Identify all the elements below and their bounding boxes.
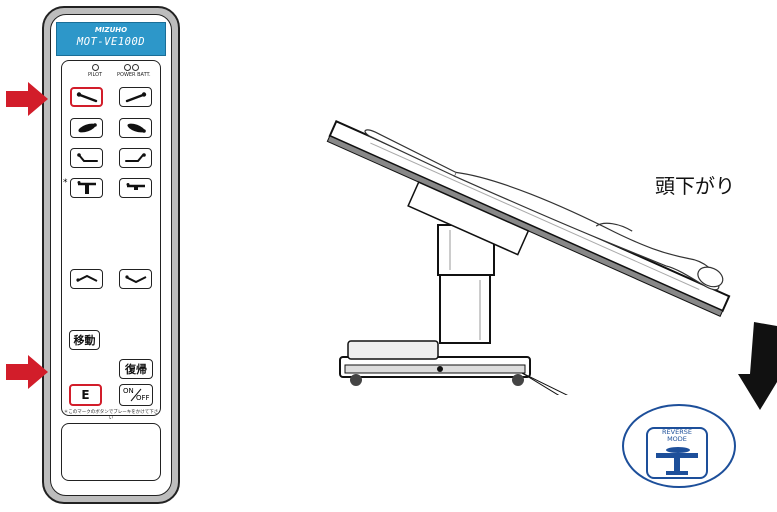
power-led (124, 64, 131, 71)
table-down-button[interactable] (119, 178, 152, 198)
table-up-button[interactable] (70, 178, 103, 198)
head-down-tilt-icon (76, 92, 97, 103)
head-down-label: 頭下がり (655, 174, 735, 198)
button-panel (61, 60, 161, 416)
downward-arrow-icon (738, 322, 777, 410)
move-button[interactable]: 移動 (69, 330, 100, 350)
table-top (326, 119, 731, 317)
model-name: MOT-VE100D (76, 36, 146, 48)
back-down-icon (76, 153, 98, 162)
reverse-label: REVERSE (662, 428, 692, 436)
battery-led (132, 64, 139, 71)
e-button[interactable]: E (69, 384, 102, 406)
table-column (437, 224, 495, 344)
head-down-tilt-button[interactable] (70, 87, 103, 107)
reverse-mode-table-icon (656, 447, 698, 475)
power-batt-label: POWER BATT. (117, 72, 151, 78)
back-down-button[interactable] (70, 148, 103, 168)
on-off-slash-icon (130, 388, 142, 402)
off-label: OFF (136, 394, 150, 402)
table-down-icon (126, 183, 145, 190)
lateral-tilt-left-button[interactable] (70, 118, 103, 138)
flex-button[interactable] (70, 269, 103, 289)
table-up-icon (77, 181, 96, 194)
restore-label: 復帰 (125, 363, 147, 376)
back-up-icon (124, 153, 146, 162)
pilot-led (92, 64, 99, 71)
on-off-button[interactable]: ON OFF (119, 384, 153, 406)
brake-asterisk: * (63, 178, 68, 188)
red-arrow-icon (6, 82, 48, 116)
e-label: E (81, 388, 90, 402)
head-up-tilt-icon (125, 92, 146, 103)
head-up-tilt-button[interactable] (119, 87, 152, 107)
brake-note: ＊このマークのボタンでブレーキをかけて下さい (63, 410, 159, 421)
brand-logo: MIZUHO (94, 26, 128, 34)
mode-label: MODE (667, 435, 687, 443)
reflex-button[interactable] (119, 269, 152, 289)
reverse-mode-text: REVERSE MODE (646, 429, 708, 443)
reflex-icon (124, 275, 146, 284)
pilot-label: PILOT (88, 72, 103, 78)
patient-figure (364, 129, 724, 291)
table-base (339, 340, 531, 386)
red-arrow-icon (6, 355, 48, 389)
lateral-tilt-right-icon (126, 123, 146, 133)
restore-button[interactable]: 復帰 (119, 359, 153, 379)
move-label: 移動 (73, 334, 96, 347)
remote-header: MIZUHO MOT-VE100D (56, 22, 166, 56)
remote-bottom-area (61, 423, 161, 481)
flex-icon (75, 274, 97, 282)
lateral-tilt-left-icon (77, 123, 97, 133)
lateral-tilt-right-button[interactable] (119, 118, 152, 138)
on-label: ON (123, 387, 134, 395)
operating-table-illustration (326, 119, 731, 395)
back-up-button[interactable] (119, 148, 152, 168)
